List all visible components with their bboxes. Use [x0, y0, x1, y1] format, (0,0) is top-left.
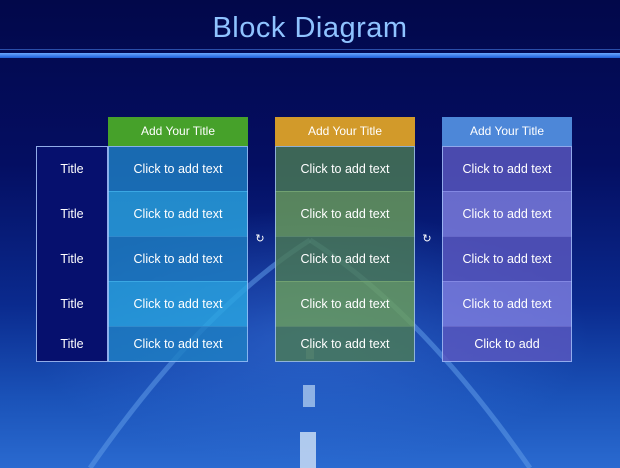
- row-title-4[interactable]: Title: [36, 281, 108, 327]
- column-1-cell-2[interactable]: Click to add text: [108, 191, 248, 237]
- column-1-header[interactable]: Add Your Title: [108, 117, 248, 146]
- column-2-header[interactable]: Add Your Title: [275, 117, 415, 146]
- row-title-3[interactable]: Title: [36, 236, 108, 282]
- column-1-cell-5[interactable]: Click to add text: [108, 326, 248, 362]
- column-3-cell-4[interactable]: Click to add text: [442, 281, 572, 327]
- title-divider-thin: [0, 49, 620, 50]
- rotate-arrow-icon: ↻: [255, 233, 265, 245]
- column-3-cell-2[interactable]: Click to add text: [442, 191, 572, 237]
- title-divider: [0, 53, 620, 58]
- column-2-cell-4[interactable]: Click to add text: [275, 281, 415, 327]
- row-title-1[interactable]: Title: [36, 146, 108, 192]
- row-title-5[interactable]: Title: [36, 326, 108, 362]
- column-1-cell-3[interactable]: Click to add text: [108, 236, 248, 282]
- column-3-cell-1[interactable]: Click to add text: [442, 146, 572, 192]
- column-3-cell-3[interactable]: Click to add text: [442, 236, 572, 282]
- column-2-cell-3[interactable]: Click to add text: [275, 236, 415, 282]
- column-3-header[interactable]: Add Your Title: [442, 117, 572, 146]
- column-2-cell-2[interactable]: Click to add text: [275, 191, 415, 237]
- column-2-cell-1[interactable]: Click to add text: [275, 146, 415, 192]
- page-title[interactable]: Block Diagram: [212, 12, 408, 44]
- rotate-arrow-icon: ↻: [422, 233, 432, 245]
- row-title-2[interactable]: Title: [36, 191, 108, 237]
- column-2-cell-5[interactable]: Click to add text: [275, 326, 415, 362]
- column-3-cell-5[interactable]: Click to add: [442, 326, 572, 362]
- column-1-cell-4[interactable]: Click to add text: [108, 281, 248, 327]
- column-1-cell-1[interactable]: Click to add text: [108, 146, 248, 192]
